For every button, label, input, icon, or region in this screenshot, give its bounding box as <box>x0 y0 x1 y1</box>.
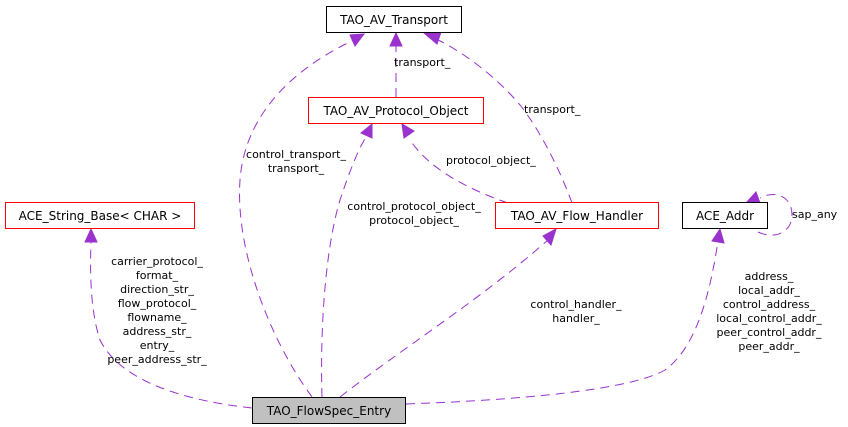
label-protocol-to-transport: transport_ <box>394 56 450 70</box>
node-ace-addr[interactable]: ACE_Addr <box>682 202 768 229</box>
label-line: address_str_ <box>122 325 192 338</box>
node-ace-string-base[interactable]: ACE_String_Base< CHAR > <box>5 202 195 229</box>
edge-entry-to-string <box>90 240 253 409</box>
label-handler-to-protocol: protocol_object_ <box>446 154 536 168</box>
label-line: peer_addr_ <box>738 340 800 353</box>
edge-entry-to-transport <box>239 39 355 398</box>
label-line: entry_ <box>139 339 175 352</box>
arrowhead-transport-from-handler <box>422 31 442 45</box>
label-line: transport_ <box>524 103 581 116</box>
label-entry-to-transport: control_transport_ transport_ <box>238 148 354 176</box>
label-line: protocol_object_ <box>369 214 459 227</box>
label-line: control_handler_ <box>530 298 622 311</box>
edge-entry-to-handler <box>339 239 549 398</box>
label-line: handler_ <box>552 312 600 325</box>
label-line: transport_ <box>394 56 451 69</box>
label-line: peer_control_addr_ <box>716 326 822 339</box>
edge-entry-to-addr <box>405 240 719 405</box>
edge-handler-to-transport <box>433 37 573 204</box>
arrowhead-handler-from-entry <box>542 227 557 246</box>
label-line: flowname_ <box>127 311 187 324</box>
label-handler-to-transport: transport_ <box>524 103 580 117</box>
arrowhead-string-from-entry <box>84 227 98 243</box>
label-line: direction_str_ <box>120 283 194 296</box>
arrowhead-protocol-from-entry <box>360 122 373 139</box>
label-line: control_address_ <box>722 298 816 311</box>
arrowhead-addr-from-entry <box>711 227 725 244</box>
label-line: local_addr_ <box>738 284 800 297</box>
node-tao-flowspec-entry[interactable]: TAO_FlowSpec_Entry <box>252 397 406 424</box>
arrowhead-transport-from-entry <box>349 33 366 47</box>
label-entry-to-handler: control_handler_ handler_ <box>524 298 628 326</box>
node-tao-av-transport[interactable]: TAO_AV_Transport <box>326 6 462 33</box>
edge-handler-to-protocol <box>409 139 509 204</box>
label-line: peer_address_str_ <box>107 353 207 366</box>
arrowhead-transport-from-protocol <box>389 31 403 47</box>
label-line: control_transport_ <box>246 148 346 161</box>
label-line: transport_ <box>267 162 325 175</box>
edge-addr-self-loop <box>757 194 793 236</box>
label-line: sap_any <box>792 208 838 221</box>
label-entry-to-protocol: control_protocol_object_ protocol_object… <box>340 200 488 228</box>
label-line: carrier_protocol_ <box>111 255 203 268</box>
label-line: format_ <box>135 269 179 282</box>
label-line: address_ <box>744 270 794 283</box>
arrowhead-protocol-from-handler <box>401 123 415 139</box>
label-line: protocol_object_ <box>446 154 536 167</box>
label-entry-to-string: carrier_protocol_ format_ direction_str_… <box>98 255 216 367</box>
node-tao-av-flow-handler[interactable]: TAO_AV_Flow_Handler <box>495 202 659 229</box>
label-line: local_control_addr_ <box>716 312 822 325</box>
node-tao-av-protocol-object[interactable]: TAO_AV_Protocol_Object <box>308 97 484 124</box>
label-line: control_protocol_object_ <box>347 200 481 213</box>
edge-entry-to-protocol <box>321 136 367 398</box>
label-addr-self: sap_any <box>792 208 837 222</box>
label-line: flow_protocol_ <box>117 297 197 310</box>
label-entry-to-addr: address_ local_addr_ control_address_ lo… <box>708 270 830 354</box>
